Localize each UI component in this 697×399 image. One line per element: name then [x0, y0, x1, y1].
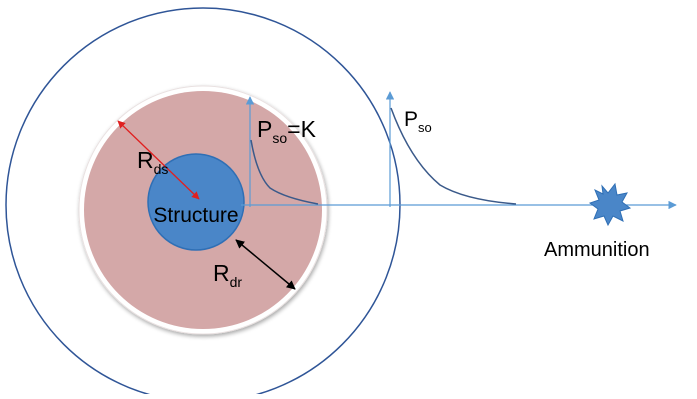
- rdr-label: Rdr: [213, 260, 242, 290]
- pso-label: Pso: [404, 108, 432, 135]
- rds-arrow: [117, 120, 200, 200]
- pso-k-label: Pso=K: [257, 116, 317, 146]
- pressure-curve-far: [390, 107, 517, 205]
- pressure-curve-near: [250, 139, 319, 205]
- structure-label: Structure: [153, 204, 238, 227]
- rdr-arrow: [235, 239, 296, 290]
- explosion-burst-icon: [588, 182, 632, 227]
- ammunition-label: Ammunition: [544, 239, 650, 261]
- rds-label: Rds: [137, 147, 168, 177]
